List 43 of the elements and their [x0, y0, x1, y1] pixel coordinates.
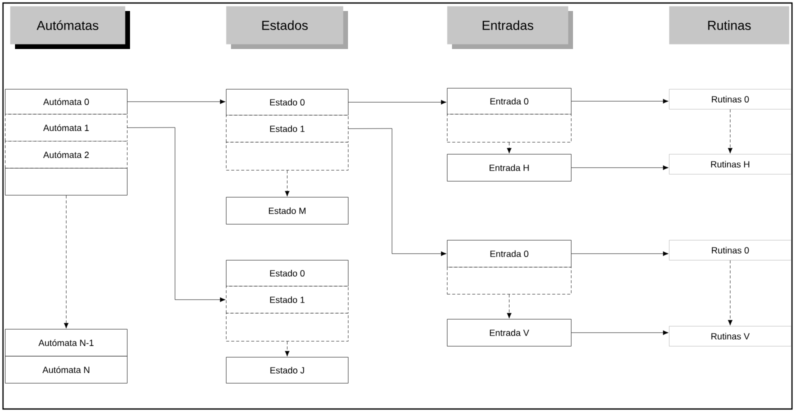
list-cell: Estado M — [226, 197, 348, 224]
empty-cell — [226, 313, 348, 342]
elbow-arrow — [348, 128, 446, 256]
list-cell: Rutinas H — [669, 154, 792, 174]
empty-cell — [447, 114, 572, 142]
arrow — [284, 170, 290, 196]
list-cell: Entrada V — [447, 319, 572, 346]
list-cell: Rutinas 0 — [669, 89, 792, 110]
empty-cell — [226, 142, 348, 170]
list-cell: Entrada 0 — [447, 88, 572, 114]
column-header: Rutinas — [669, 6, 790, 44]
arrow — [64, 195, 69, 328]
arrow — [348, 100, 446, 105]
elbow-arrow — [127, 127, 226, 302]
arrow — [506, 142, 512, 154]
list-cell: Autómata 0 — [5, 89, 128, 114]
arrow — [728, 109, 733, 154]
arrow — [571, 98, 668, 104]
list-cell: Autómata 1 — [5, 114, 128, 142]
arrow — [571, 330, 668, 336]
arrow — [571, 251, 668, 256]
list-cell: Entrada 0 — [447, 240, 572, 268]
empty-cell — [447, 267, 572, 294]
list-cell: Estado 1 — [226, 115, 348, 142]
list-cell: Estado J — [226, 357, 348, 384]
arrow — [728, 260, 733, 326]
list-cell: Estado 0 — [226, 89, 348, 116]
arrow — [571, 165, 668, 170]
arrow — [506, 294, 512, 318]
list-cell: Autómata 2 — [5, 141, 128, 168]
list-cell: Estado 1 — [226, 286, 348, 314]
list-cell: Entrada H — [447, 154, 572, 182]
list-cell: Rutinas V — [669, 326, 792, 346]
list-cell: Rutinas 0 — [669, 240, 792, 260]
column-header: Estados — [226, 6, 348, 49]
arrow — [284, 341, 290, 356]
list-cell: Estado 0 — [226, 260, 348, 286]
list-cell: Autómata N — [5, 356, 128, 384]
column-header: Entradas — [447, 6, 573, 49]
arrow — [127, 99, 226, 104]
empty-cell — [5, 168, 128, 196]
column-header: Autómatas — [10, 6, 130, 49]
list-cell: Autómata N-1 — [5, 329, 128, 356]
